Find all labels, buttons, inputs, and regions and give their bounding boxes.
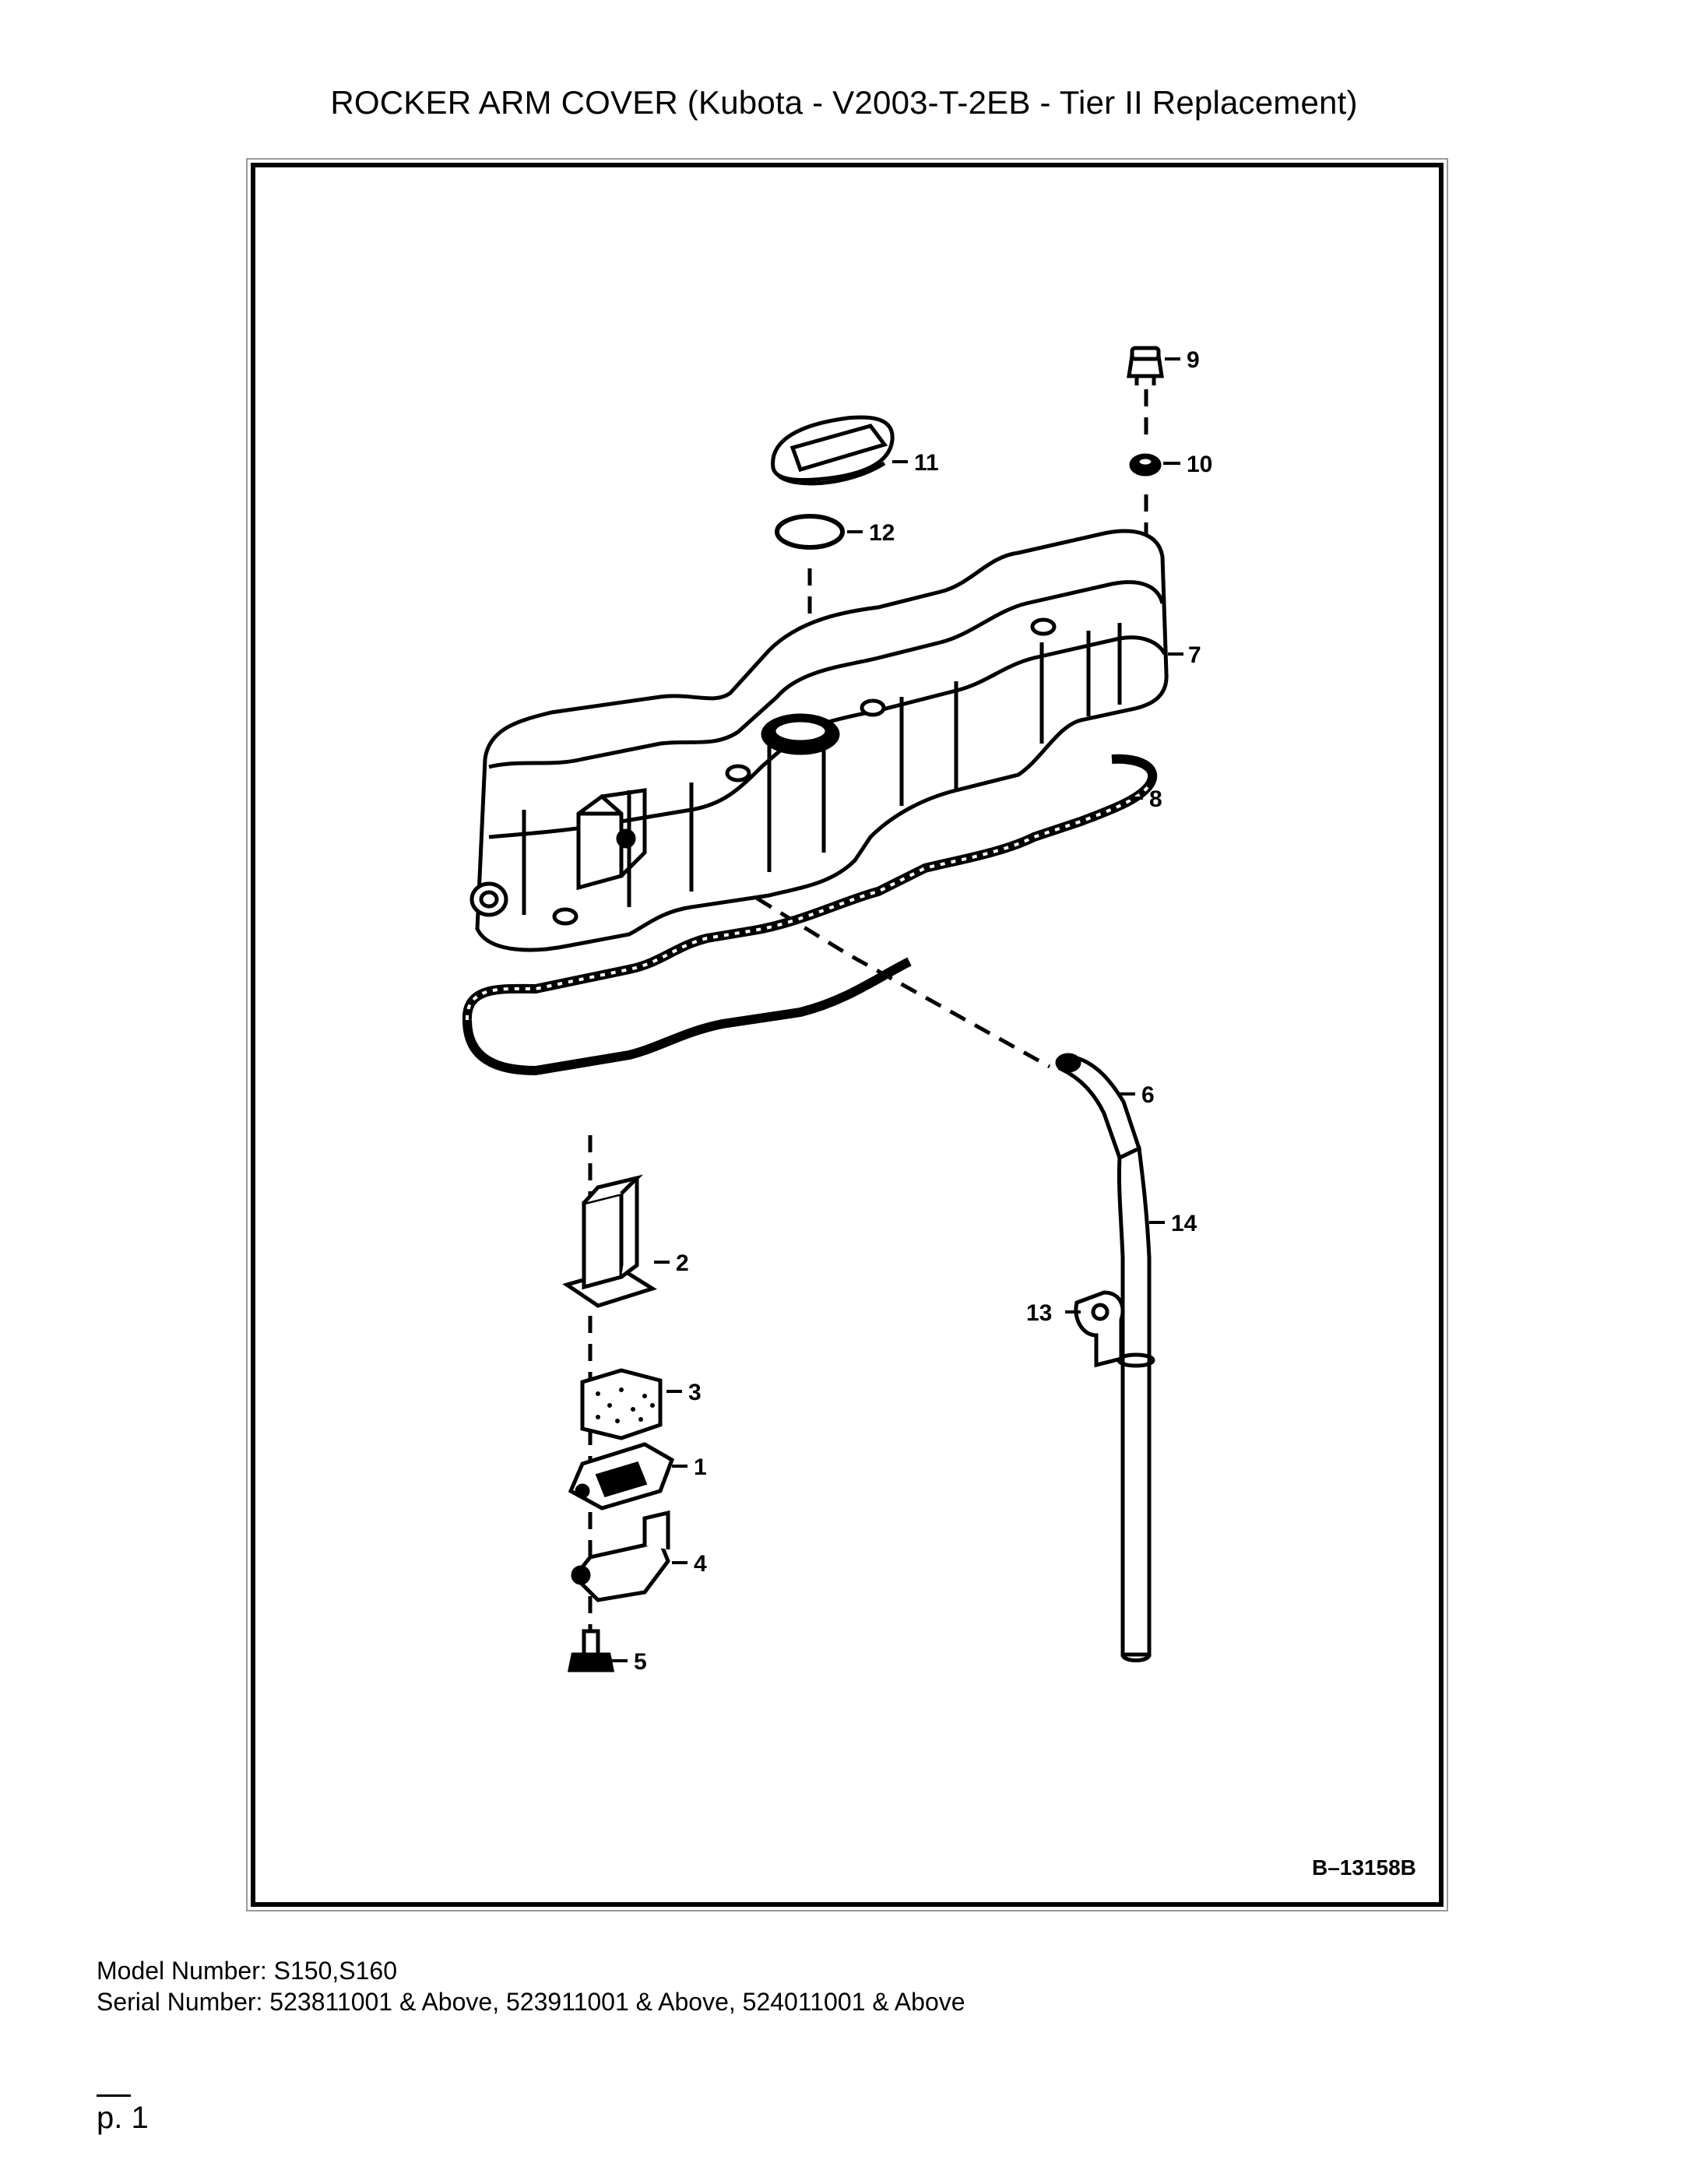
callout-13: 13 (1026, 1300, 1052, 1326)
bolt-part-5 (567, 1629, 615, 1672)
callout-10: 10 (1187, 452, 1212, 477)
callout-6: 6 (1141, 1082, 1155, 1108)
hose-part-6 (1055, 1053, 1142, 1161)
bracket-plate-part-4 (571, 1510, 670, 1602)
callout-3: 3 (688, 1380, 702, 1405)
callout-14: 14 (1171, 1211, 1197, 1236)
serial-number: Serial Number: 523811001 & Above, 523911… (97, 1988, 965, 2016)
page-number: p. 1 (97, 2101, 149, 2135)
callout-12: 12 (869, 520, 895, 546)
callout-9: 9 (1187, 347, 1200, 373)
model-number: Model Number: S150,S160 (97, 1957, 397, 1985)
rocker-arm-cover-part-7 (469, 529, 1169, 952)
callout-labels: 9 10 11 12 7 8 6 14 13 2 3 1 4 5 (634, 347, 1212, 1675)
diagram-frame (251, 163, 1444, 1907)
filter-element-part-3 (580, 1368, 663, 1440)
diagram-frame-outer (246, 158, 1448, 1911)
callout-7: 7 (1188, 642, 1201, 668)
bracket-part-13 (1074, 1290, 1125, 1368)
dipstick-tube-part-14 (1117, 1145, 1155, 1662)
plug-part-9 (1127, 346, 1164, 385)
callout-4: 4 (694, 1551, 707, 1577)
callout-11: 11 (914, 450, 939, 476)
callout-leaders (612, 357, 1183, 1662)
o-ring-part-12 (775, 514, 845, 550)
callout-8: 8 (1149, 786, 1162, 812)
figure-id: B–13158B (1312, 1855, 1416, 1880)
breather-cover-part-2 (562, 1174, 657, 1308)
plate-part-1 (568, 1442, 675, 1511)
callout-2: 2 (676, 1250, 689, 1276)
callout-1: 1 (694, 1454, 707, 1480)
page-rule (97, 2094, 131, 2097)
washer-part-10 (1129, 453, 1162, 477)
page-title: ROCKER ARM COVER (Kubota - V2003-T-2EB -… (330, 84, 1358, 121)
callout-5: 5 (634, 1649, 647, 1675)
exploded-parts-diagram: 9 10 11 12 7 8 6 14 13 2 3 1 4 5 (462, 346, 1212, 1675)
oil-cap-part-11 (771, 415, 895, 486)
